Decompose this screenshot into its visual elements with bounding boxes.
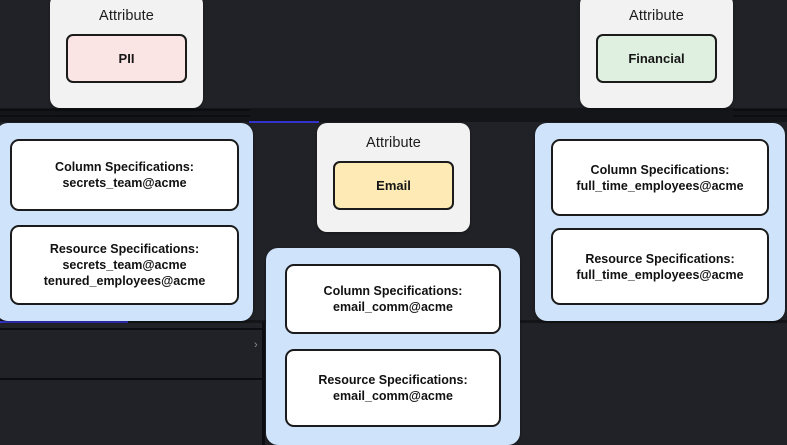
- attribute-card-financial[interactable]: Attribute Financial: [580, 0, 733, 108]
- spec-group-pii[interactable]: Column Specifications: secrets_team@acme…: [0, 123, 253, 321]
- spec-box-title: Resource Specifications:: [318, 373, 468, 387]
- spec-box-value: full_time_employees@acme: [576, 267, 744, 282]
- spec-box-title: Resource Specifications:: [585, 251, 735, 266]
- spec-group-financial[interactable]: Column Specifications: full_time_employe…: [535, 123, 785, 321]
- background-band-center-divider-2: [0, 378, 262, 380]
- spec-box-title: Column Specifications:: [590, 162, 730, 177]
- background-band-vertical-left: [262, 322, 265, 445]
- background-band-upper: [0, 108, 787, 122]
- spec-box-column-specifications[interactable]: Column Specifications: secrets_team@acme: [10, 139, 239, 211]
- background-band-left-thin-2: [0, 115, 250, 117]
- spec-box-value: email_comm@acme: [333, 389, 453, 403]
- spec-box-value: secrets_team@acme: [62, 176, 187, 190]
- edge-left-group-bottom: [0, 321, 128, 323]
- background-band-right-thin: [733, 109, 787, 111]
- attribute-type-label: Attribute: [629, 8, 684, 24]
- attribute-chip-financial[interactable]: Financial: [596, 34, 717, 83]
- attribute-type-label: Attribute: [99, 8, 154, 24]
- attribute-card-email[interactable]: Attribute Email: [317, 123, 470, 232]
- background-band-left-thin: [0, 109, 250, 111]
- background-band-center-divider: [0, 328, 262, 330]
- spec-box-value: full_time_employees@acme: [576, 178, 744, 193]
- spec-box-column-specifications[interactable]: Column Specifications: full_time_employe…: [551, 139, 769, 216]
- spec-box-value: tenured_employees@acme: [43, 274, 206, 288]
- attribute-card-pii[interactable]: Attribute PII: [50, 0, 203, 108]
- spec-box-resource-specifications[interactable]: Resource Specifications: full_time_emplo…: [551, 228, 769, 305]
- spec-box-value: secrets_team@acme: [62, 258, 187, 272]
- spec-box-resource-specifications[interactable]: Resource Specifications: secrets_team@ac…: [10, 225, 239, 305]
- spec-box-title: Column Specifications:: [55, 160, 194, 174]
- spec-box-resource-specifications[interactable]: Resource Specifications: email_comm@acme: [285, 349, 501, 427]
- spec-box-column-specifications[interactable]: Column Specifications: email_comm@acme: [285, 264, 501, 334]
- attribute-type-label: Attribute: [366, 135, 421, 151]
- spec-box-title: Column Specifications:: [323, 284, 463, 298]
- spec-box-value: email_comm@acme: [333, 300, 453, 314]
- chevron-right-icon[interactable]: ›: [254, 339, 258, 351]
- attribute-chip-email[interactable]: Email: [333, 161, 454, 210]
- background-band-right-thin-2: [733, 115, 787, 117]
- spec-group-email[interactable]: Column Specifications: email_comm@acme R…: [266, 248, 520, 445]
- attribute-chip-pii[interactable]: PII: [66, 34, 187, 83]
- spec-box-title: Resource Specifications:: [49, 242, 200, 256]
- edge-pii-to-email: [249, 121, 319, 123]
